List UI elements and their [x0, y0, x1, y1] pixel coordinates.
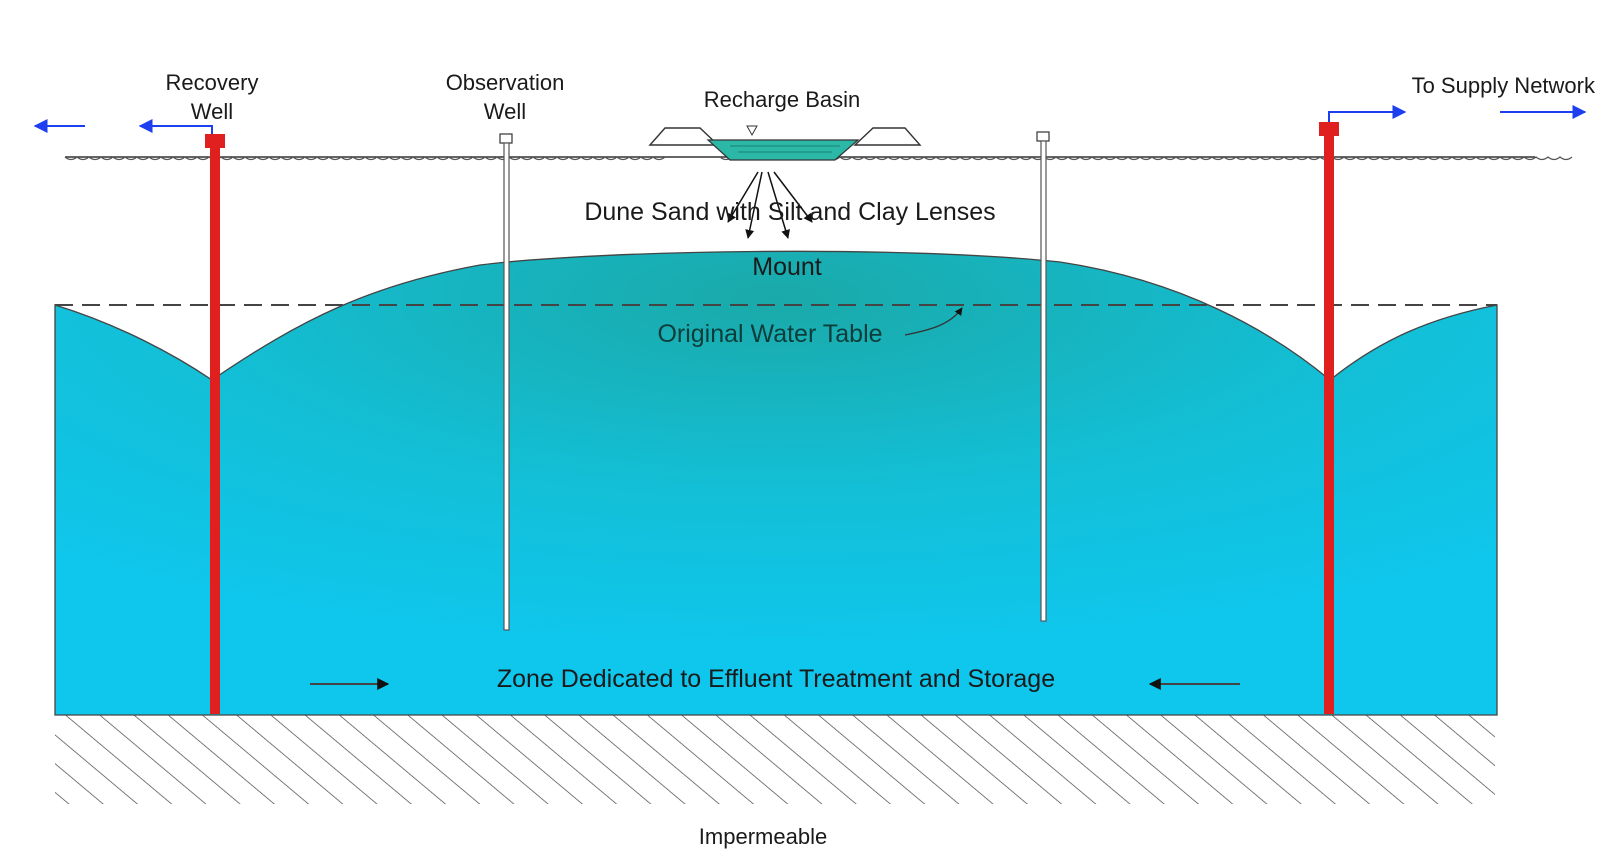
right-berm [853, 127, 922, 146]
water-level-triangle-icon [746, 125, 758, 137]
recovery-well-right [1319, 122, 1339, 714]
infiltration-arrow-1 [727, 171, 759, 223]
original-water-table-label: Original Water Table [657, 320, 882, 348]
infiltration-arrow-3 [767, 171, 790, 239]
supply-network-label: To Supply Network [1412, 73, 1596, 98]
recharge-basin-label: Recharge Basin [704, 87, 861, 112]
infiltration-arrows [727, 171, 813, 239]
impermeable-label: Impermeable [699, 824, 827, 849]
water-table-leader [904, 307, 963, 336]
recovery-well-label-line1: Recovery [166, 70, 259, 95]
observation-well-label-line1: Observation [446, 70, 565, 95]
observation-well-label-line2: Well [484, 99, 526, 124]
infiltration-arrow-4 [773, 171, 813, 223]
basin-water [706, 139, 860, 161]
observation-well-left [499, 133, 513, 631]
recharge-basin [648, 125, 922, 161]
left-berm [648, 127, 720, 146]
arrow-icon [138, 119, 213, 134]
recovery-well-label-line2: Well [191, 99, 233, 124]
supply-flow-arrows [33, 105, 1587, 134]
impermeable-layer [55, 712, 1495, 804]
infiltration-arrow-2 [745, 171, 763, 239]
dune-sand-label: Dune Sand with Silt and Clay Lenses [584, 198, 995, 226]
treatment-zone-label: Zone Dedicated to Effluent Treatment and… [497, 665, 1055, 693]
mount-label: Mount [752, 253, 822, 281]
recovery-well-left [205, 134, 225, 714]
arrow-icon [1328, 105, 1407, 122]
observation-well-right [1036, 131, 1050, 622]
